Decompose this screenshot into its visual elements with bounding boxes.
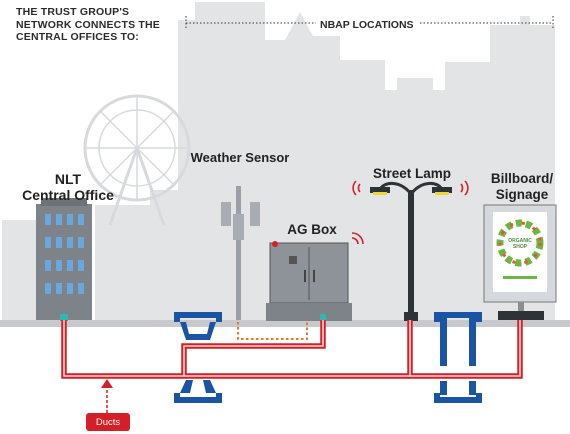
central-office-building: [36, 198, 92, 321]
billboard-label-line2: Signage: [495, 187, 549, 202]
ag-box-signal-icon: [351, 232, 364, 245]
duct-connectors: [174, 312, 482, 403]
street-lamp-signal-icons: [352, 180, 469, 196]
ferris-wheel: [83, 94, 191, 226]
street-lamp-pole: [370, 182, 452, 321]
sensor-link: [237, 320, 308, 340]
ground-strip: [0, 320, 570, 327]
intro-line-3: CENTRAL OFFICES TO:: [16, 31, 139, 43]
billboard-poster-line2: SHOP: [513, 244, 528, 250]
central-office-label-line1: NLT: [54, 171, 82, 187]
billboard-poster-line1: ORGANIC: [508, 238, 532, 244]
street-lamp-label: Street Lamp: [372, 166, 452, 181]
central-office-label: NLT Central Office: [16, 171, 120, 203]
weather-sensor-label: Weather Sensor: [190, 150, 290, 165]
central-office-label-line2: Central Office: [22, 187, 114, 203]
nbap-locations-label: NBAP LOCATIONS: [316, 19, 418, 31]
ducts-label: Ducts: [86, 413, 130, 431]
intro-line-2: NETWORK CONNECTS THE: [16, 18, 160, 31]
billboard-signage: ORGANIC SHOP: [483, 204, 557, 320]
billboard-label-line1: Billboard/: [490, 171, 554, 186]
ag-box-label: AG Box: [287, 222, 337, 237]
billboard-label: Billboard/ Signage: [482, 171, 562, 203]
nbap-bracket: [185, 16, 554, 30]
duct-lines: [61, 320, 523, 379]
intro-line-1: THE TRUST GROUP'S: [16, 6, 130, 18]
ducts-pointer: [101, 379, 113, 413]
weather-sensor-tower: [221, 186, 260, 320]
intro-text: THE TRUST GROUP'S NETWORK CONNECTS THE C…: [16, 6, 186, 44]
ag-box-cabinet: [266, 241, 352, 321]
